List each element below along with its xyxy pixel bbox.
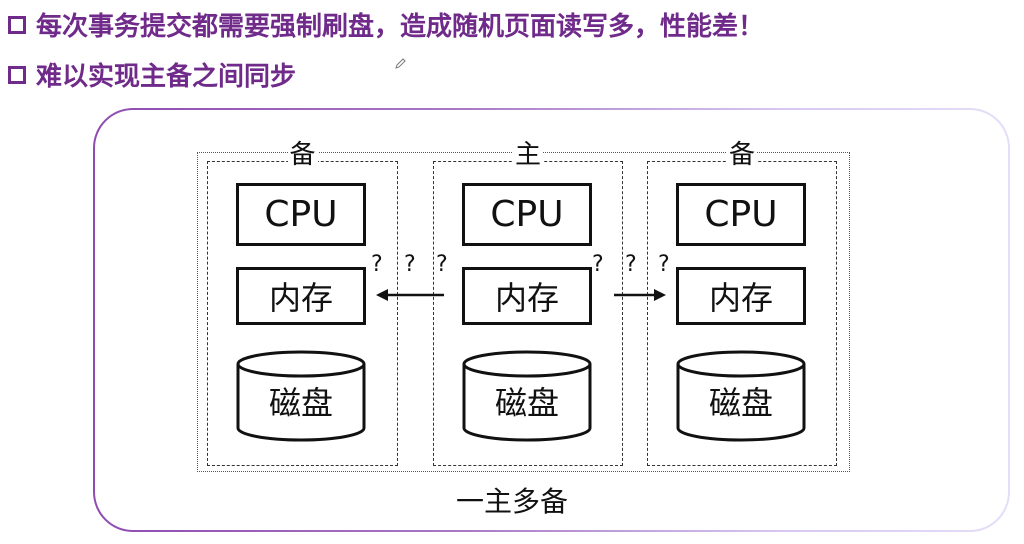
memory-box: 内存 — [236, 267, 366, 325]
bullet-point-2: 难以实现主备之间同步 — [8, 56, 296, 93]
bullet-text: 每次事务提交都需要强制刷盘，造成随机页面读写多，性能差！ — [36, 12, 765, 42]
master-node: 主 CPU 内存 磁盘 — [433, 140, 623, 466]
disk-cylinder: 磁盘 — [676, 350, 806, 442]
pencil-cursor-icon — [395, 58, 406, 69]
bullet-text: 难以实现主备之间同步 — [36, 62, 297, 92]
question-mark: ? — [404, 252, 416, 277]
disk-cylinder: 磁盘 — [462, 350, 592, 442]
disk-cylinder-icon — [462, 350, 592, 442]
hollow-square-bullet-icon — [8, 65, 26, 84]
question-mark: ? — [371, 252, 383, 277]
disk-cylinder-icon — [676, 350, 806, 442]
arrow-left-icon — [376, 289, 444, 301]
disk-label: 磁盘 — [268, 384, 333, 422]
hollow-square-bullet-icon — [8, 15, 26, 34]
memory-label: 内存 — [494, 279, 559, 317]
cpu-label: CPU — [490, 194, 564, 235]
question-mark: ? — [592, 252, 604, 277]
cpu-label: CPU — [264, 194, 338, 235]
question-mark: ? — [625, 252, 637, 277]
disk-cylinder-icon — [236, 350, 366, 442]
disk-cylinder: 磁盘 — [236, 350, 366, 442]
bullet-point-1: 每次事务提交都需要强制刷盘，造成随机页面读写多，性能差！ — [8, 6, 764, 43]
question-mark: ? — [658, 252, 670, 277]
arrow-right-icon — [614, 289, 666, 301]
diagram-frame — [93, 108, 1010, 532]
diagram-caption: 一主多备 — [455, 485, 568, 518]
node-role-label: 备 — [726, 140, 758, 170]
memory-label: 内存 — [708, 279, 773, 317]
disk-label: 磁盘 — [708, 384, 773, 422]
memory-label: 内存 — [268, 279, 333, 317]
cpu-label: CPU — [704, 194, 778, 235]
memory-box: 内存 — [676, 267, 806, 325]
cpu-box: CPU — [236, 183, 366, 246]
node-role-label: 主 — [512, 140, 544, 170]
node-role-label: 备 — [287, 140, 318, 170]
memory-box: 内存 — [462, 267, 592, 325]
disk-label: 磁盘 — [494, 384, 559, 422]
cpu-box: CPU — [462, 183, 592, 246]
standby-node-left: 备 CPU 内存 磁盘 — [207, 140, 398, 466]
standby-node-right: 备 CPU 内存 磁盘 — [647, 140, 837, 466]
cpu-box: CPU — [676, 183, 806, 246]
question-mark: ? — [436, 252, 448, 277]
